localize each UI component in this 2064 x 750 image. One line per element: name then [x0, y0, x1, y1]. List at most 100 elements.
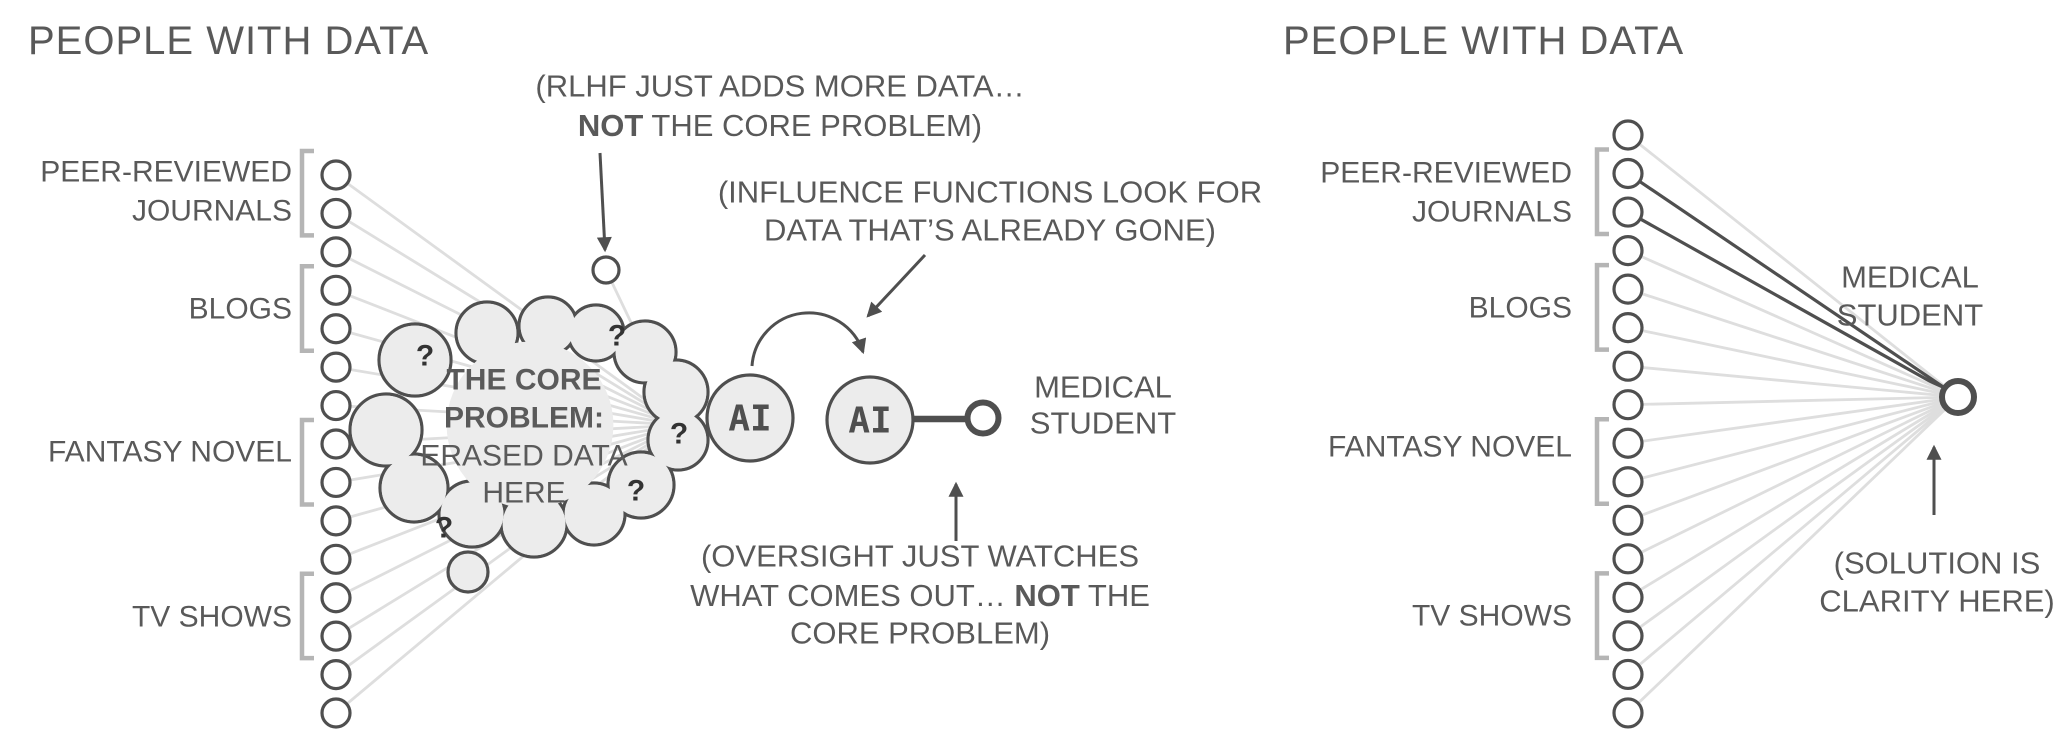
data-source-circle: [1612, 234, 1644, 267]
data-line: [335, 173, 681, 427]
cloud-bump-fill: [446, 341, 614, 509]
data-source-circle: [320, 697, 352, 729]
cloud-bump-fill: [351, 395, 421, 465]
cloud-tail-bubble: [446, 550, 490, 594]
data-line: [1627, 395, 1959, 445]
data-line: [1627, 395, 1959, 522]
data-source-circle: [320, 389, 352, 422]
ai-to-ai-arc-arrow: [750, 311, 867, 367]
medical-student-label-left-line1: MEDICAL: [1034, 370, 1172, 405]
right-student: [1926, 378, 1977, 515]
cloud-bump-fill: [569, 306, 623, 360]
oversight-note-post: THE: [1080, 578, 1150, 613]
data-source-circle: [1612, 466, 1644, 498]
data-line: [1627, 133, 1959, 399]
cloud-bump-fill: [381, 455, 447, 521]
group-bracket: [1594, 147, 1609, 237]
left-panel-title: PEOPLE WITH DATA: [28, 19, 429, 63]
data-source-circle: [320, 197, 352, 230]
right-annotations: PEOPLE WITH DATA MEDICAL STUDENT (SOLUTI…: [1283, 19, 2055, 633]
label-peer-reviewed-left: PEER-REVIEWED: [40, 156, 292, 189]
label-tv-shows-right: TV SHOWS: [1412, 600, 1572, 633]
ai-pipeline: AI AI: [596, 152, 1002, 541]
ai-node-1: [705, 373, 795, 463]
oversight-note-line3: CORE PROBLEM): [790, 616, 1050, 651]
data-source-circle: [1612, 273, 1644, 305]
clear-provenance-line: [1627, 210, 1959, 399]
data-source-circle: [1612, 543, 1644, 575]
data-source-circle: [320, 313, 352, 345]
solution-note-line1: (SOLUTION IS: [1834, 546, 2041, 581]
cloud-bump-fill: [440, 482, 504, 546]
cloud-text-block: THE CORE PROBLEM: ERASED DATA HERE ? ? ?…: [416, 320, 688, 545]
label-fantasy-novel-left: FANTASY NOVEL: [48, 436, 292, 469]
medical-student-label-right-line1: MEDICAL: [1841, 260, 1979, 295]
label-blogs-right: BLOGS: [1469, 292, 1572, 325]
group-bracket: [1594, 571, 1609, 661]
data-source-circle: [1612, 312, 1644, 344]
question-mark: ?: [435, 512, 453, 545]
group-bracket: [299, 264, 314, 353]
medical-student-label-right-line2: STUDENT: [1837, 298, 1983, 333]
rlhf-note-bold: NOT: [578, 108, 644, 143]
rlhf-added-data-circle: [591, 255, 621, 285]
right-data-circles: [1612, 119, 1644, 729]
cloud-bump-fill: [645, 361, 707, 423]
question-mark: ?: [416, 340, 434, 373]
ai-node-2: [825, 375, 915, 465]
data-line: [1627, 395, 1959, 561]
cloud-bump-fill: [649, 411, 707, 469]
data-source-circle: [320, 159, 352, 191]
group-bracket: [299, 571, 314, 661]
medical-student-label-left-line2: STUDENT: [1030, 406, 1176, 441]
cloud-line-1: THE CORE: [446, 364, 601, 397]
clear-provenance-line: [1627, 172, 1959, 399]
label-tv-shows-left: TV SHOWS: [132, 601, 292, 634]
data-source-circle: [1612, 697, 1644, 729]
cloud-bump-fill: [380, 325, 450, 395]
erased-data-cloud: [348, 295, 710, 594]
solution-note-line2: CLARITY HERE): [1819, 584, 2054, 619]
oversight-note-line2: WHAT COMES OUT… NOT THE: [690, 578, 1150, 613]
influence-note-line2: DATA THAT’S ALREADY GONE): [764, 213, 1216, 248]
label-fantasy-novel-right: FANTASY NOVEL: [1328, 431, 1572, 464]
medical-student-node-right: [1939, 378, 1977, 416]
right-panel-title: PEOPLE WITH DATA: [1283, 19, 1684, 63]
group-bracket: [1594, 416, 1609, 507]
data-source-circle: [1612, 427, 1644, 459]
cloud-line-3: ERASED DATA: [420, 440, 627, 473]
data-line: [1627, 395, 1959, 676]
cloud-bump-fill: [564, 484, 624, 544]
cloud-line-4: HERE: [482, 477, 565, 510]
label-journals-right: JOURNALS: [1412, 196, 1572, 229]
data-source-circle: [320, 620, 352, 652]
data-source-circle: [320, 236, 352, 268]
cloud-bump-fill: [520, 298, 576, 354]
data-source-circle: [1612, 581, 1644, 613]
group-bracket: [1594, 262, 1609, 352]
cloud-bump-fill: [502, 492, 566, 556]
rlhf-note-rest: THE CORE PROBLEM): [643, 108, 982, 143]
data-source-circle: [320, 466, 352, 499]
ai-node-2-label: AI: [848, 401, 891, 442]
data-source-circle: [320, 505, 352, 537]
data-source-circle: [320, 582, 352, 614]
data-source-circle: [1612, 504, 1644, 536]
data-source-circle: [1612, 389, 1644, 421]
cloud-bump-fill: [609, 453, 673, 517]
data-line: [1627, 249, 1959, 399]
right-data-lines: [1627, 133, 1959, 714]
data-source-circle: [320, 274, 352, 306]
data-line: [1627, 395, 1959, 407]
data-line: [1627, 395, 1959, 714]
data-source-circle: [1612, 350, 1644, 382]
left-data-circles: [320, 159, 621, 729]
group-brackets: [299, 147, 1609, 661]
group-bracket: [299, 148, 314, 238]
data-source-circle: [1612, 119, 1644, 151]
rlhf-arrow: [596, 152, 612, 253]
data-source-circle: [320, 351, 352, 383]
data-line: [1627, 287, 1959, 399]
